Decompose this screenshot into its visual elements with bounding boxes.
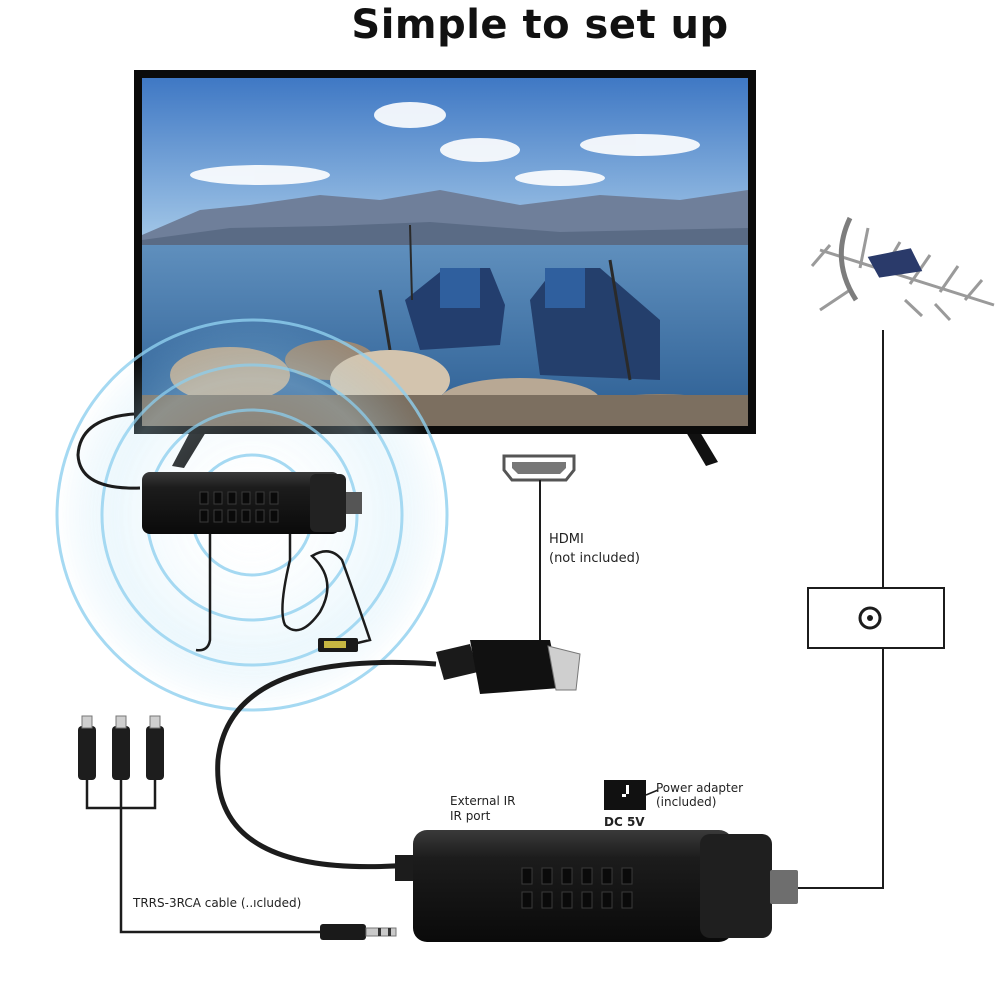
yagi-antenna-icon [810, 216, 995, 322]
power-adapter-label-line2: (included) [656, 795, 717, 809]
hdmi-plug [436, 640, 581, 694]
main-receiver [395, 830, 798, 942]
boats [378, 224, 660, 381]
dc-voltage-label: DC 5V [604, 815, 645, 829]
hdmi-label-line1: HDMI [549, 532, 584, 547]
external-ir-label: External IR IR port [450, 794, 515, 824]
power-adapter-label: Power adapter (included) [656, 781, 743, 809]
rca-plugs [78, 715, 320, 934]
receiver-cables [195, 534, 372, 652]
external-ir-label-line2: IR port [450, 809, 491, 823]
power-adapter-label-line1: Power adapter [656, 781, 744, 795]
dc-power-icon [604, 780, 659, 810]
ir-cable [76, 412, 141, 490]
trrs-plug [320, 924, 397, 940]
page-title: Simple to set up [351, 2, 729, 48]
external-ir-label-line1: External IR [450, 794, 516, 808]
hdmi-label-line2: (not included) [549, 551, 640, 566]
coax-wall-socket-icon [807, 587, 945, 649]
antenna-line [798, 330, 884, 889]
small-receiver [142, 472, 362, 534]
hdmi-port-icon [502, 454, 576, 482]
clouds [190, 102, 700, 186]
trrs-cable-label: TRRS-3RCA cable (..ıcluded) [133, 896, 302, 910]
main-cable [215, 659, 437, 870]
hdmi-label: HDMI (not included) [549, 530, 640, 568]
